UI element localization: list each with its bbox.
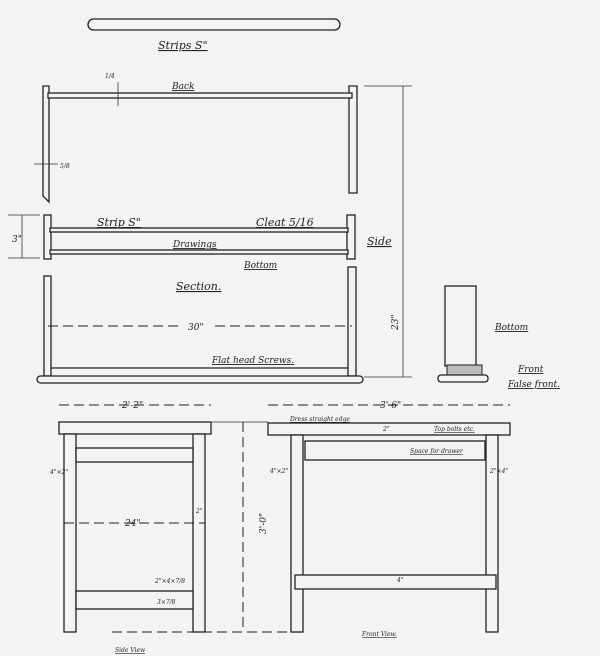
front-label: Front [517,365,544,375]
drawer-back [42,85,358,204]
dress-edge-label: Dress straight edge [289,416,350,423]
stretcher-note: 2"×4×7/8 [154,578,185,585]
side-view [58,421,212,633]
drawings-label: Drawings [172,240,217,250]
leg-dim: 4"×2" [49,469,68,476]
rail-note: 3×7/8 [157,599,176,606]
five-eighths-dim: 5/8 [60,163,70,170]
three-inch-dim: 3" [12,235,22,245]
detail-bottom-label: Bottom [494,323,528,333]
bottom-label: Bottom [243,261,277,271]
front-width-dim: 3'-6" [380,401,401,411]
quarter-dim: 1/4 [105,73,115,80]
stretcher-front-dim: 4" [396,577,404,584]
front-leg-dim-right: 2"×4" [489,468,508,475]
two-inch-dim: 2" [195,508,203,515]
false-front-label: False front. [507,380,560,390]
strips-label: Strips S" [158,39,208,52]
twenty-three-dim: 23" [391,314,401,331]
side-label: Side [367,235,392,248]
thirty-inch-dim: 30" [188,323,204,333]
strip-s [87,18,341,31]
front-leg-dim: 4"×2" [269,468,288,475]
top-bolts-label: Top bolts etc. [434,426,475,433]
cleat-label: Cleat 5/16 [256,216,314,229]
side-width-dim: 2'-2" [121,401,143,411]
section-label: Section. [176,280,221,293]
front-view-label: Front View. [361,631,397,638]
back-label: Back [171,82,194,92]
space-drawer-label: Space for drawer [410,448,464,455]
side-view-label: Side View [115,647,146,654]
width-24-dim: 24" [124,519,141,529]
strip-s-label: Strip S" [97,216,141,229]
front-view [267,422,511,633]
front-detail [437,285,489,383]
height-dim: 3'-0" [259,513,269,534]
two-inch-top-dim: 2" [382,426,390,433]
drawer-section [43,214,356,260]
screws-label: Flat head Screws. [211,356,294,366]
